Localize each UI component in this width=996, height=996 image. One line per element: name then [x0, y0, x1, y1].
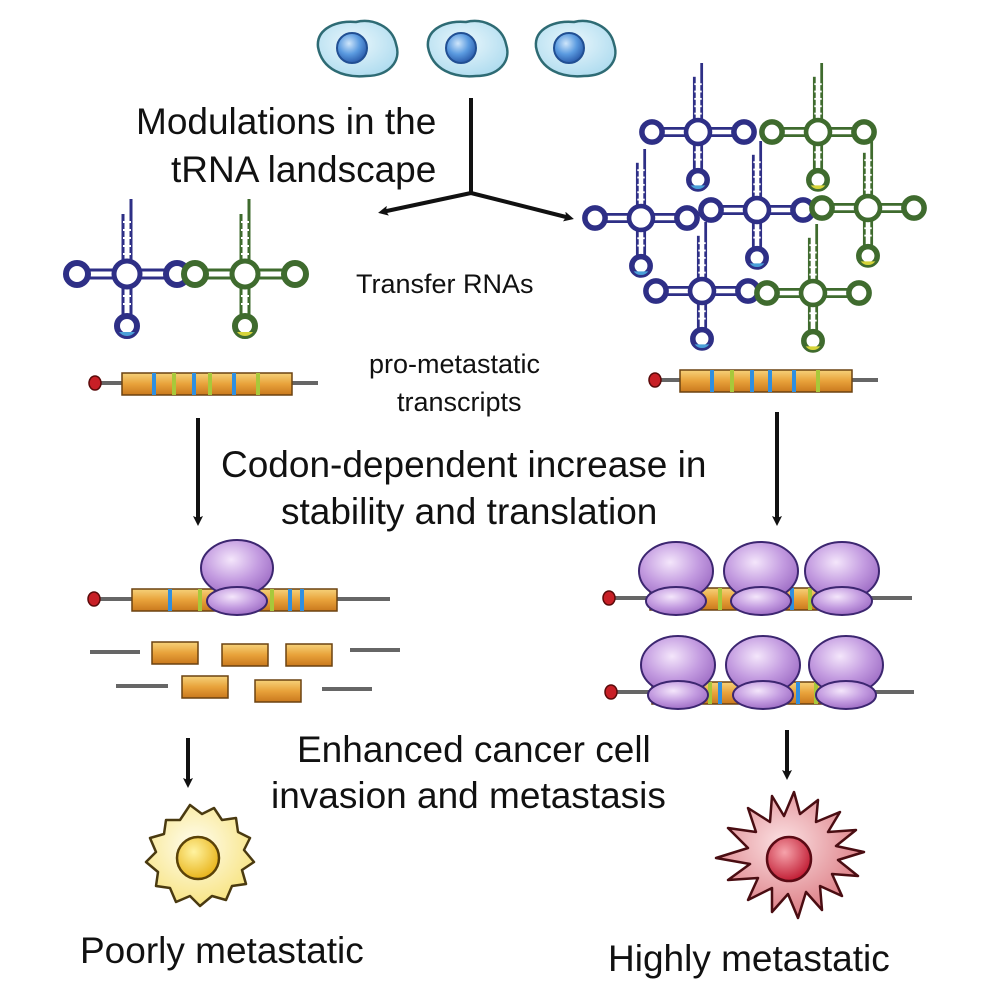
ribosome — [200, 539, 274, 616]
translation-right-2 — [604, 635, 914, 710]
ribosome — [804, 541, 880, 616]
transcript-right — [648, 369, 878, 393]
trna-right-6 — [646, 222, 758, 348]
trna-right-4 — [701, 141, 813, 267]
label-enhanced-line2: invasion and metastasis — [271, 775, 666, 816]
cell-group-top — [316, 19, 617, 78]
down-arrows — [183, 412, 792, 788]
trna-right-3 — [585, 149, 697, 275]
label-poorly-metastatic: Poorly metastatic — [80, 930, 364, 971]
highly-metastatic-cell — [714, 790, 866, 920]
cell-1 — [316, 19, 399, 78]
degraded-fragments — [90, 641, 400, 703]
ribosome — [723, 541, 799, 616]
translation-right-1 — [602, 541, 912, 616]
poorly-metastatic-cell — [144, 803, 256, 908]
ribosome — [640, 635, 716, 710]
label-codon-line1: Codon-dependent increase in — [221, 444, 707, 485]
label-pro-metastatic-line1: pro-metastatic — [369, 349, 541, 379]
ribosome — [808, 635, 884, 710]
cell-2 — [426, 19, 509, 78]
translation-left — [87, 539, 390, 616]
trna-right-5 — [812, 139, 924, 265]
transcript-left — [88, 372, 318, 396]
branch-arrows — [378, 98, 574, 222]
trna-left-green — [184, 199, 306, 336]
label-transfer-rnas: Transfer RNAs — [356, 269, 534, 299]
cell-3 — [534, 19, 617, 78]
label-enhanced-line1: Enhanced cancer cell — [297, 729, 651, 770]
label-modulations-line2: tRNA landscape — [171, 149, 437, 190]
label-highly-metastatic: Highly metastatic — [608, 938, 890, 979]
trna-right-7 — [757, 224, 869, 350]
ribosome — [638, 541, 714, 616]
trna-right-2 — [762, 63, 874, 189]
label-pro-metastatic-line2: transcripts — [397, 387, 522, 417]
label-modulations-line1: Modulations in the — [136, 101, 437, 142]
ribosome — [725, 635, 801, 710]
label-codon-line2: stability and translation — [281, 491, 658, 532]
trna-right-1 — [642, 63, 754, 189]
trna-left-blue — [66, 199, 188, 336]
